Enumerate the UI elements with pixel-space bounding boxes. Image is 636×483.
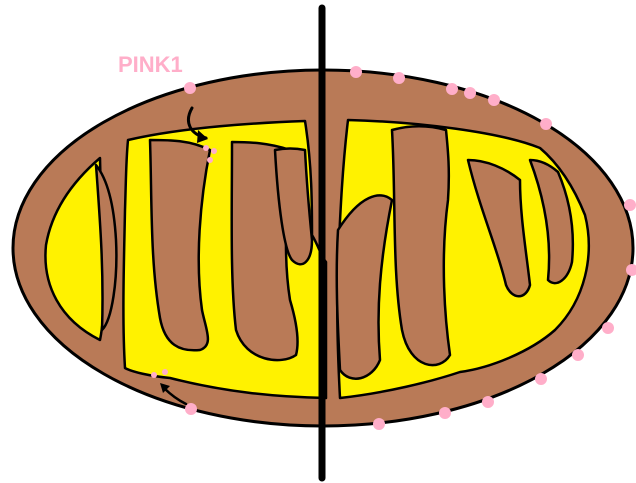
pink1-marker — [572, 349, 584, 361]
pink1-marker — [446, 83, 458, 95]
pink1-marker — [540, 118, 552, 130]
pink1-marker — [350, 66, 362, 78]
pink1-label: PINK1 — [118, 52, 183, 77]
pink1-marker — [393, 72, 405, 84]
pink1-dot — [151, 372, 157, 378]
crista-5 — [392, 126, 450, 365]
pink1-marker — [624, 199, 636, 211]
pink1-marker — [602, 322, 614, 334]
pink1-marker — [535, 373, 547, 385]
pink1-dot — [207, 157, 213, 163]
pink1-marker — [373, 418, 385, 430]
pink1-marker — [184, 82, 196, 94]
pink1-marker — [439, 407, 451, 419]
pink1-dot — [211, 148, 217, 154]
pink1-marker — [464, 87, 476, 99]
pink1-dot — [162, 369, 168, 375]
pink1-marker — [482, 396, 494, 408]
pink1-dot — [203, 145, 209, 151]
pink1-marker — [488, 94, 500, 106]
